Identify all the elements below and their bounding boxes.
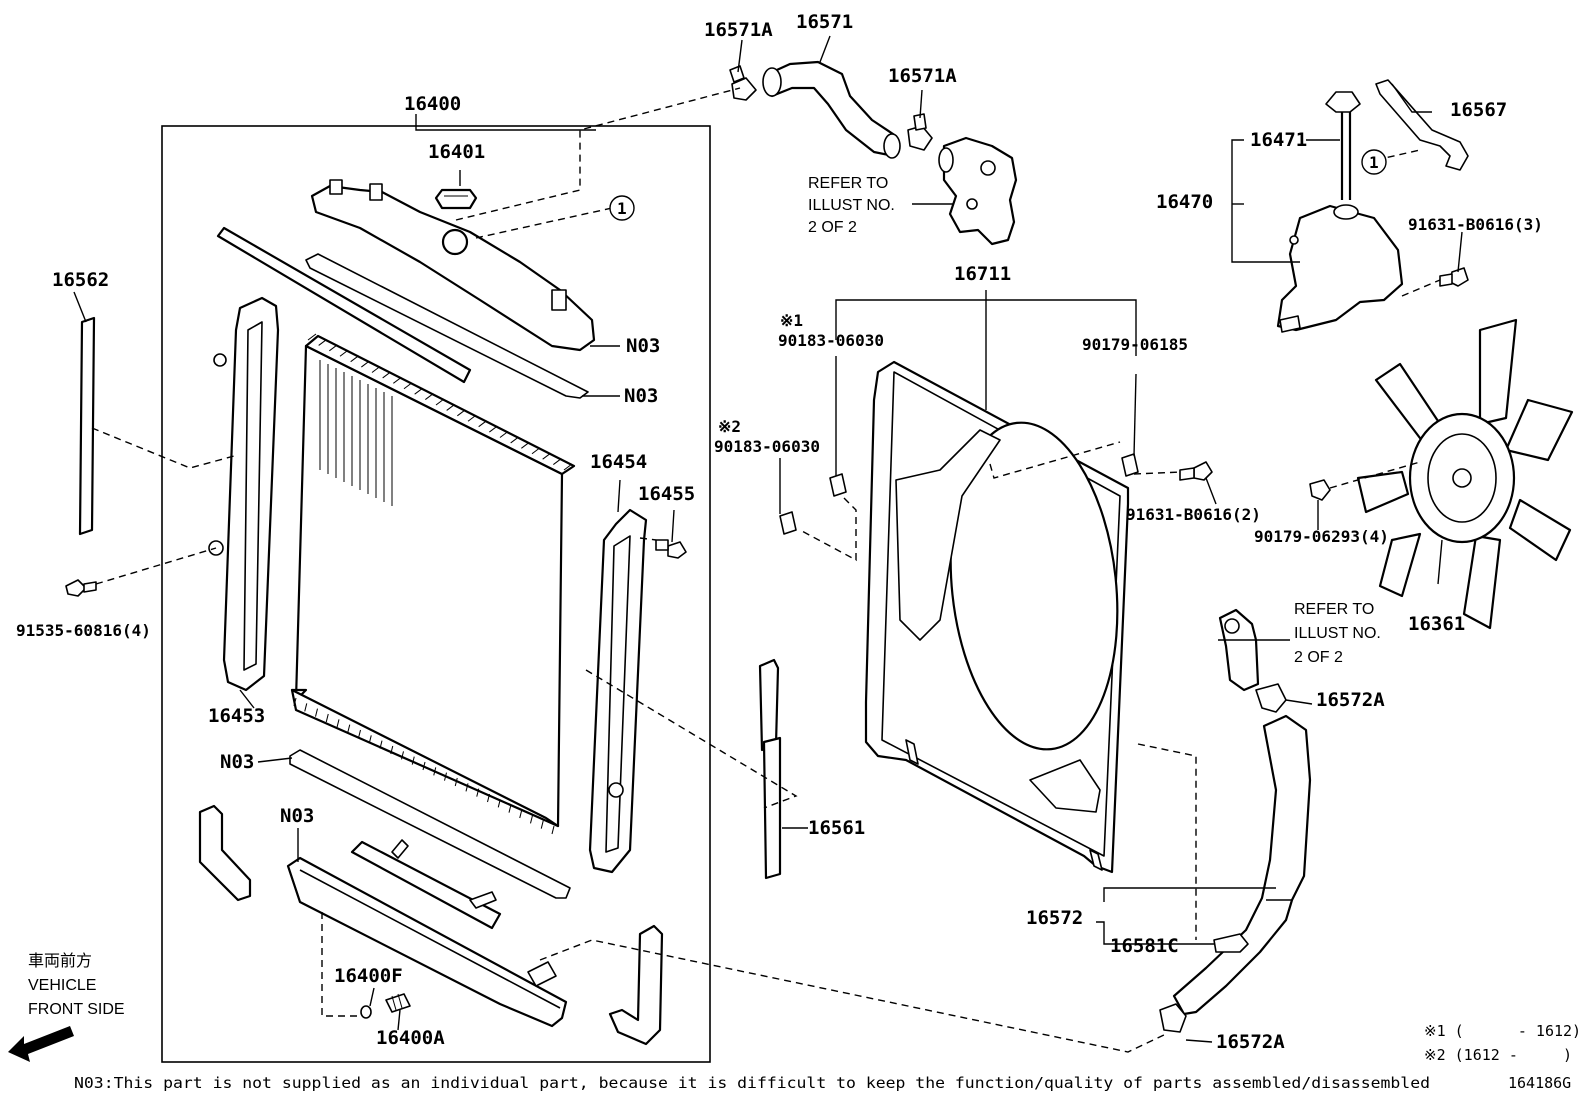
label-16400A: 16400A	[376, 1027, 445, 1049]
serial-legend: ※1 ( - 1612) ※2 (1612 - )	[1424, 1022, 1581, 1064]
label-n03-upper-gasket: N03	[624, 385, 658, 407]
clip-90183-2[interactable]	[779, 511, 797, 535]
label-16400F: 16400F	[334, 965, 403, 987]
bolt-91535[interactable]	[65, 579, 97, 597]
label-90183-2: 90183-06030	[714, 437, 820, 456]
left-seal-strip-16562[interactable]	[78, 316, 96, 536]
svg-text:2 OF 2: 2 OF 2	[808, 219, 857, 236]
clip-90179-06185[interactable]	[1121, 453, 1139, 477]
label-16571A-right: 16571A	[888, 65, 957, 87]
reserve-tank[interactable]	[1276, 204, 1404, 333]
clip-90183-1[interactable]	[829, 473, 847, 497]
hose-clamp-16572A-lower[interactable]	[1159, 1003, 1187, 1033]
vehicle-front-line2: FRONT SIDE	[28, 1001, 125, 1018]
refer-note-right: REFER TO ILLUST NO. 2 OF 2	[1294, 601, 1381, 666]
footnote-n03: N03:This part is not supplied as an indi…	[74, 1074, 1430, 1092]
label-n03-lower-tank: N03	[280, 805, 314, 827]
bolt-16455[interactable]	[655, 539, 687, 559]
upper-gasket[interactable]	[305, 253, 589, 399]
left-side-support[interactable]	[208, 296, 280, 692]
label-16571: 16571	[796, 11, 853, 33]
hose-clamp-16572A-upper[interactable]	[1255, 683, 1287, 713]
label-16453: 16453	[208, 705, 265, 727]
label-16400: 16400	[404, 93, 461, 115]
outlet-pipe[interactable]	[1218, 608, 1260, 692]
connection-marker-1a: 1	[609, 195, 635, 221]
right-seal-strip-16561[interactable]	[758, 658, 782, 880]
label-16562: 16562	[52, 269, 109, 291]
reservoir-pipe[interactable]	[1325, 91, 1361, 200]
upper-seal-strip[interactable]	[216, 226, 472, 384]
label-16711: 16711	[954, 263, 1011, 285]
label-n03-upper-tank: N03	[626, 335, 660, 357]
legend-row-2: ※2 (1612 - )	[1424, 1046, 1572, 1064]
label-91631-3: 91631-B0616(3)	[1408, 215, 1543, 234]
svg-text:ILLUST NO.: ILLUST NO.	[808, 197, 895, 214]
water-inlet-housing[interactable]	[938, 136, 1018, 246]
mark-1: ※1	[780, 311, 803, 330]
bolt-91631-tank[interactable]	[1439, 267, 1469, 287]
hose-clamp-16571A-right[interactable]	[907, 113, 933, 151]
label-91631-2: 91631-B0616(2)	[1126, 505, 1261, 524]
mark-2: ※2	[718, 417, 741, 436]
label-16471: 16471	[1250, 129, 1307, 151]
label-16567: 16567	[1450, 99, 1507, 121]
label-16561: 16561	[808, 817, 865, 839]
vehicle-front-line1: VEHICLE	[28, 977, 96, 994]
label-16572: 16572	[1026, 907, 1083, 929]
upper-hose[interactable]	[762, 60, 901, 159]
label-91535: 91535-60816(4)	[16, 621, 151, 640]
circle-marker-text: 1	[617, 199, 627, 218]
front-arrow-icon	[8, 1026, 74, 1062]
drawing-id: 164186G	[1508, 1074, 1571, 1092]
lower-gasket[interactable]	[289, 749, 571, 899]
radiator-cap[interactable]	[434, 188, 478, 210]
svg-text:ILLUST NO.: ILLUST NO.	[1294, 625, 1381, 642]
drain-cock-oring[interactable]	[360, 1005, 372, 1019]
label-16454: 16454	[590, 451, 647, 473]
connection-marker-1b: 1	[1361, 149, 1387, 175]
label-n03-lower-gasket: N03	[220, 751, 254, 773]
label-16572A-upper: 16572A	[1316, 689, 1385, 711]
label-16455: 16455	[638, 483, 695, 505]
clip-16581C[interactable]	[1213, 933, 1249, 953]
refer-note-top: REFER TO ILLUST NO. 2 OF 2	[808, 175, 895, 236]
svg-text:REFER TO: REFER TO	[1294, 601, 1374, 618]
label-16572A-lower: 16572A	[1216, 1031, 1285, 1053]
radiator-assembly-frame	[161, 125, 711, 1063]
label-16401: 16401	[428, 141, 485, 163]
label-90179-06293: 90179-06293(4)	[1254, 527, 1389, 546]
drain-cock[interactable]	[385, 993, 411, 1013]
legend-row-1: ※1 ( - 1612)	[1424, 1022, 1581, 1040]
lower-hose[interactable]	[1172, 714, 1312, 1016]
label-16361: 16361	[1408, 613, 1465, 635]
label-90179-06185: 90179-06185	[1082, 335, 1188, 354]
circle-marker-text: 1	[1369, 153, 1379, 172]
lower-seal-strip[interactable]	[350, 839, 502, 930]
vehicle-front-indicator: 車両前方 VEHICLE FRONT SIDE	[8, 952, 125, 1062]
label-16470: 16470	[1156, 191, 1213, 213]
lower-tank[interactable]	[286, 856, 568, 1028]
fan-shroud[interactable]	[864, 360, 1133, 874]
vehicle-front-jp: 車両前方	[28, 952, 92, 970]
lower-right-bracket[interactable]	[608, 924, 664, 1046]
nut-90179-06293[interactable]	[1309, 479, 1331, 501]
right-side-support[interactable]	[588, 508, 648, 874]
radiator-core[interactable]	[290, 333, 576, 835]
dashed-lines	[91, 87, 1441, 1053]
upper-tank[interactable]	[310, 179, 596, 352]
svg-text:REFER TO: REFER TO	[808, 175, 888, 192]
label-16581C: 16581C	[1110, 935, 1179, 957]
leader-lines	[73, 35, 1463, 1043]
bolt-91631-shroud[interactable]	[1179, 461, 1213, 481]
reservoir-hose[interactable]	[1375, 79, 1469, 171]
svg-text:2 OF 2: 2 OF 2	[1294, 649, 1343, 666]
hose-clamp-16571A-left[interactable]	[729, 65, 757, 101]
label-90183-1: 90183-06030	[778, 331, 884, 350]
lower-left-bracket[interactable]	[198, 804, 252, 902]
cooling-fan[interactable]	[1356, 318, 1574, 630]
label-16571A-left: 16571A	[704, 19, 773, 41]
